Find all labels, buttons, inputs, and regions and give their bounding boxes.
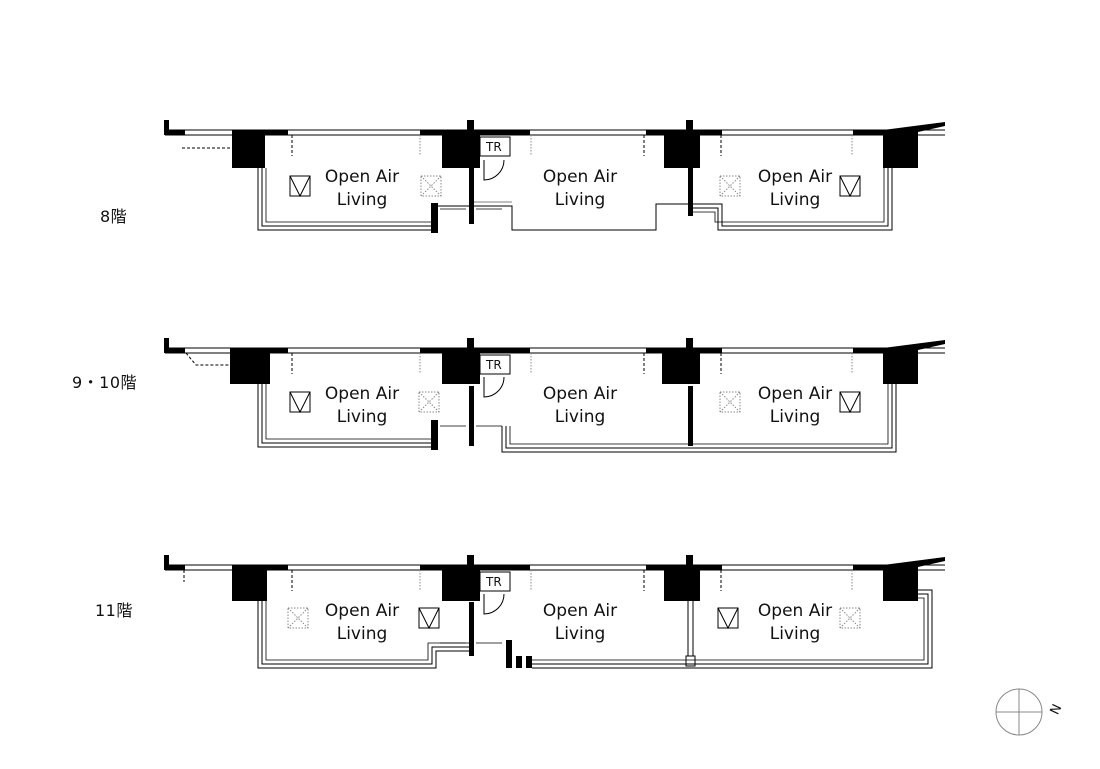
room-label-line1: Open Air <box>543 384 617 404</box>
door-swing-icon <box>483 159 505 181</box>
room-label-line2: Living <box>770 624 821 644</box>
room-label-line1: Open Air <box>758 384 832 404</box>
floor-plan-8: TR Open Air Living Open Air <box>164 120 945 233</box>
skylight-icon <box>839 391 861 414</box>
room-label-line2: Living <box>770 190 821 210</box>
room-label-line2: Living <box>555 624 606 644</box>
skylight-icon <box>289 391 311 414</box>
skylight-icon <box>287 607 309 629</box>
tr-label-8: TR <box>485 140 502 154</box>
skylight-icon <box>719 391 741 413</box>
skylight-icon <box>289 175 311 198</box>
tr-label-9-10: TR <box>485 358 502 372</box>
skylight-icon <box>717 607 739 630</box>
room-label-line1: Open Air <box>758 167 832 187</box>
room-label-line2: Living <box>337 624 388 644</box>
room-label-line1: Open Air <box>325 601 399 621</box>
skylight-icon <box>839 175 861 198</box>
compass-icon: N <box>995 688 1066 736</box>
skylight-icon <box>418 607 440 630</box>
compass-north-label: N <box>1048 702 1066 717</box>
skylight-icon <box>420 175 442 197</box>
door-swing-icon <box>483 593 505 615</box>
floor-label-9-10: 9・10階 <box>72 373 138 392</box>
room-label-line1: Open Air <box>325 167 399 187</box>
tr-label-11: TR <box>485 575 502 589</box>
room-label-line1: Open Air <box>758 601 832 621</box>
skylight-icon <box>719 175 741 197</box>
room-label-line1: Open Air <box>543 167 617 187</box>
door-swing-icon <box>483 376 505 398</box>
room-label-line1: Open Air <box>543 601 617 621</box>
skylight-icon <box>418 391 440 413</box>
floor-plan-11: TR Open Air Living Open Air Living <box>164 555 945 669</box>
floor-label-8: 8階 <box>100 207 128 226</box>
room-label-line2: Living <box>555 190 606 210</box>
skylight-icon <box>839 607 861 629</box>
room-label-line2: Living <box>337 407 388 427</box>
room-label-line2: Living <box>770 407 821 427</box>
room-label-line2: Living <box>555 407 606 427</box>
room-label-line1: Open Air <box>325 384 399 404</box>
floor-plan-9-10: TR Open Air Living Open Air Living Open … <box>164 338 945 453</box>
room-label-line2: Living <box>337 190 388 210</box>
floor-label-11: 11階 <box>95 601 133 620</box>
